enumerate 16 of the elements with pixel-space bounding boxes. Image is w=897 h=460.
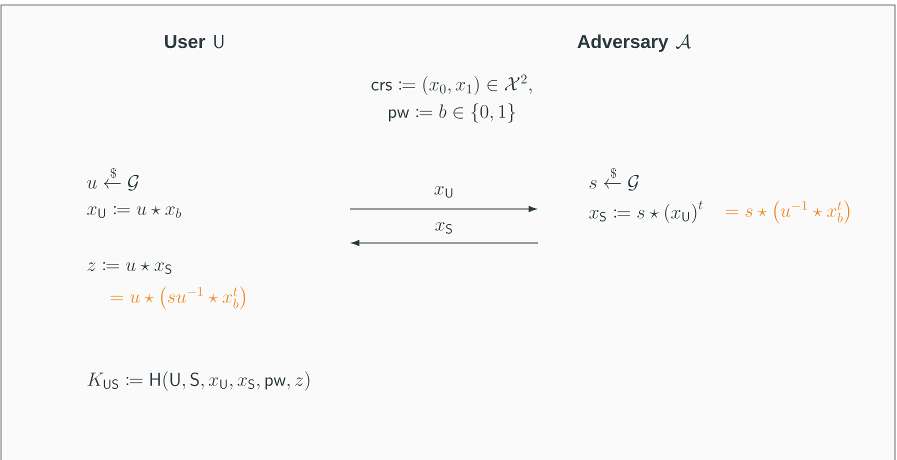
formula: $x_{\mathsf{U}} \coloneqq u \star x_b$ bbox=[87, 206, 182, 218]
formula: $z \coloneqq u \star x_{\mathsf{S}}$ bbox=[87, 262, 172, 274]
heading: User bbox=[165, 35, 206, 48]
formula: $u \xleftarrow{\$} \mathcal{G}$ bbox=[87, 168, 139, 191]
formula: $K_{\mathsf{US}} \coloneqq \mathsf{H}(\mathsf{U}, \mathsf{S}, x_{\mathsf{U}}, x_{\mathsf{S}}, \mathsf{pw}, z)$ bbox=[88, 371, 310, 391]
arrow-label: $x_{\mathsf{U}}$ bbox=[434, 186, 452, 198]
formula: $= u \star \left(s u^{-1} \star x_b^t\right)$ bbox=[110, 286, 246, 310]
formula: $\mathsf{crs} \coloneqq (x_0, x_1) \in \mathcal{X}^2,$ bbox=[372, 74, 532, 96]
heading-symbol: $\mathcal{A}$ bbox=[676, 34, 691, 49]
formula: $= s \star \left(u^{-1} \star x_b^t\right)$ bbox=[726, 200, 850, 224]
formula: $\mathsf{pw} \coloneqq b \in \{0,1\}$ bbox=[389, 103, 516, 123]
heading-symbol: $\mathsf{U}$ bbox=[214, 35, 224, 48]
heading: Adversary bbox=[578, 34, 668, 52]
formula: $x_{\mathsf{S}} \coloneqq s \star \left(x_{\mathsf{U}}\right)^t$ bbox=[589, 200, 703, 224]
formula: $s \xleftarrow{\$} \mathcal{G}$ bbox=[590, 168, 639, 191]
arrow-label: $x_{\mathsf{S}}$ bbox=[435, 222, 452, 234]
